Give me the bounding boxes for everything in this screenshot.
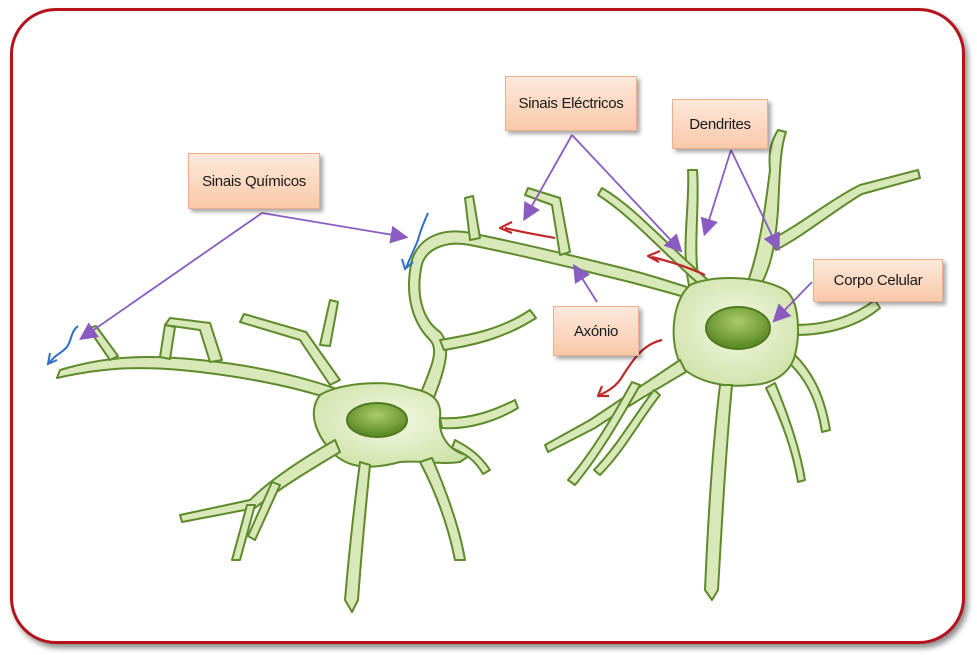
right-neuron: [545, 130, 920, 600]
label-dendrites: Dendrites: [672, 99, 768, 149]
right-dendrite-6: [788, 355, 830, 432]
left-lower-branch-6: [440, 400, 518, 428]
right-nucleus: [706, 307, 770, 349]
electrical-arrow-1: [505, 228, 555, 238]
label-sinais-quimicos: Sinais Químicos: [188, 153, 320, 209]
left-neuron: [57, 188, 690, 612]
label-sinais-electricos: Sinais Eléctricos: [505, 76, 637, 131]
pointer-electricos-left: [525, 135, 572, 218]
axon-branch-up-2: [525, 188, 570, 255]
pointer-dendrites-left: [705, 150, 731, 233]
chemical-arrow-1: [50, 326, 78, 362]
label-axonio: Axónio: [553, 306, 639, 356]
right-dendrite-5: [795, 300, 880, 335]
left-lower-branch-4: [345, 462, 370, 612]
pointer-electricos-right: [572, 135, 680, 250]
left-lower-branch-5: [420, 458, 465, 560]
right-lower-branch-3: [705, 385, 732, 600]
left-branch-tip-2: [160, 325, 175, 359]
left-branch-up-3: [320, 300, 338, 346]
right-dendrite-4: [770, 170, 920, 250]
label-corpo-celular: Corpo Celular: [813, 259, 943, 302]
pointer-quimicos-right: [262, 213, 405, 237]
right-lower-branch-1: [545, 360, 686, 452]
left-long-branch: [57, 357, 345, 402]
left-nucleus: [347, 403, 407, 437]
right-lower-branch-4: [766, 383, 805, 482]
axon-branch-right: [440, 310, 536, 350]
right-dendrite-3: [745, 130, 786, 295]
